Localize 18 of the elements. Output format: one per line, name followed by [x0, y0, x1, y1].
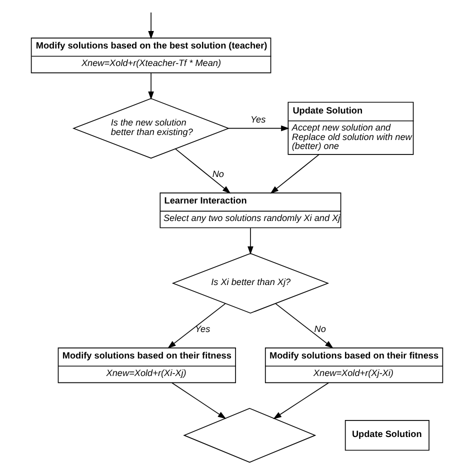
- arrow: [228, 125, 290, 132]
- node-diamond: Is Xi better than Xj?: [172, 253, 330, 314]
- arrow: [174, 148, 231, 194]
- arrow: [148, 12, 154, 40]
- edge-label: Yes: [194, 324, 210, 334]
- edge-label: No: [212, 169, 224, 180]
- arrow: [275, 303, 334, 348]
- edge-label: No: [314, 324, 326, 334]
- arrow: [273, 382, 329, 420]
- arrow: [270, 154, 320, 194]
- arrow: [248, 228, 254, 255]
- edge-label: Yes: [250, 114, 266, 124]
- node-diamond: Is the new solution better than existing?: [72, 98, 230, 159]
- arrow: [172, 382, 226, 419]
- arrow: [168, 303, 226, 348]
- node-box: Update Solution: [344, 420, 430, 451]
- arrow: [148, 72, 154, 100]
- node-diamond: [183, 408, 316, 463]
